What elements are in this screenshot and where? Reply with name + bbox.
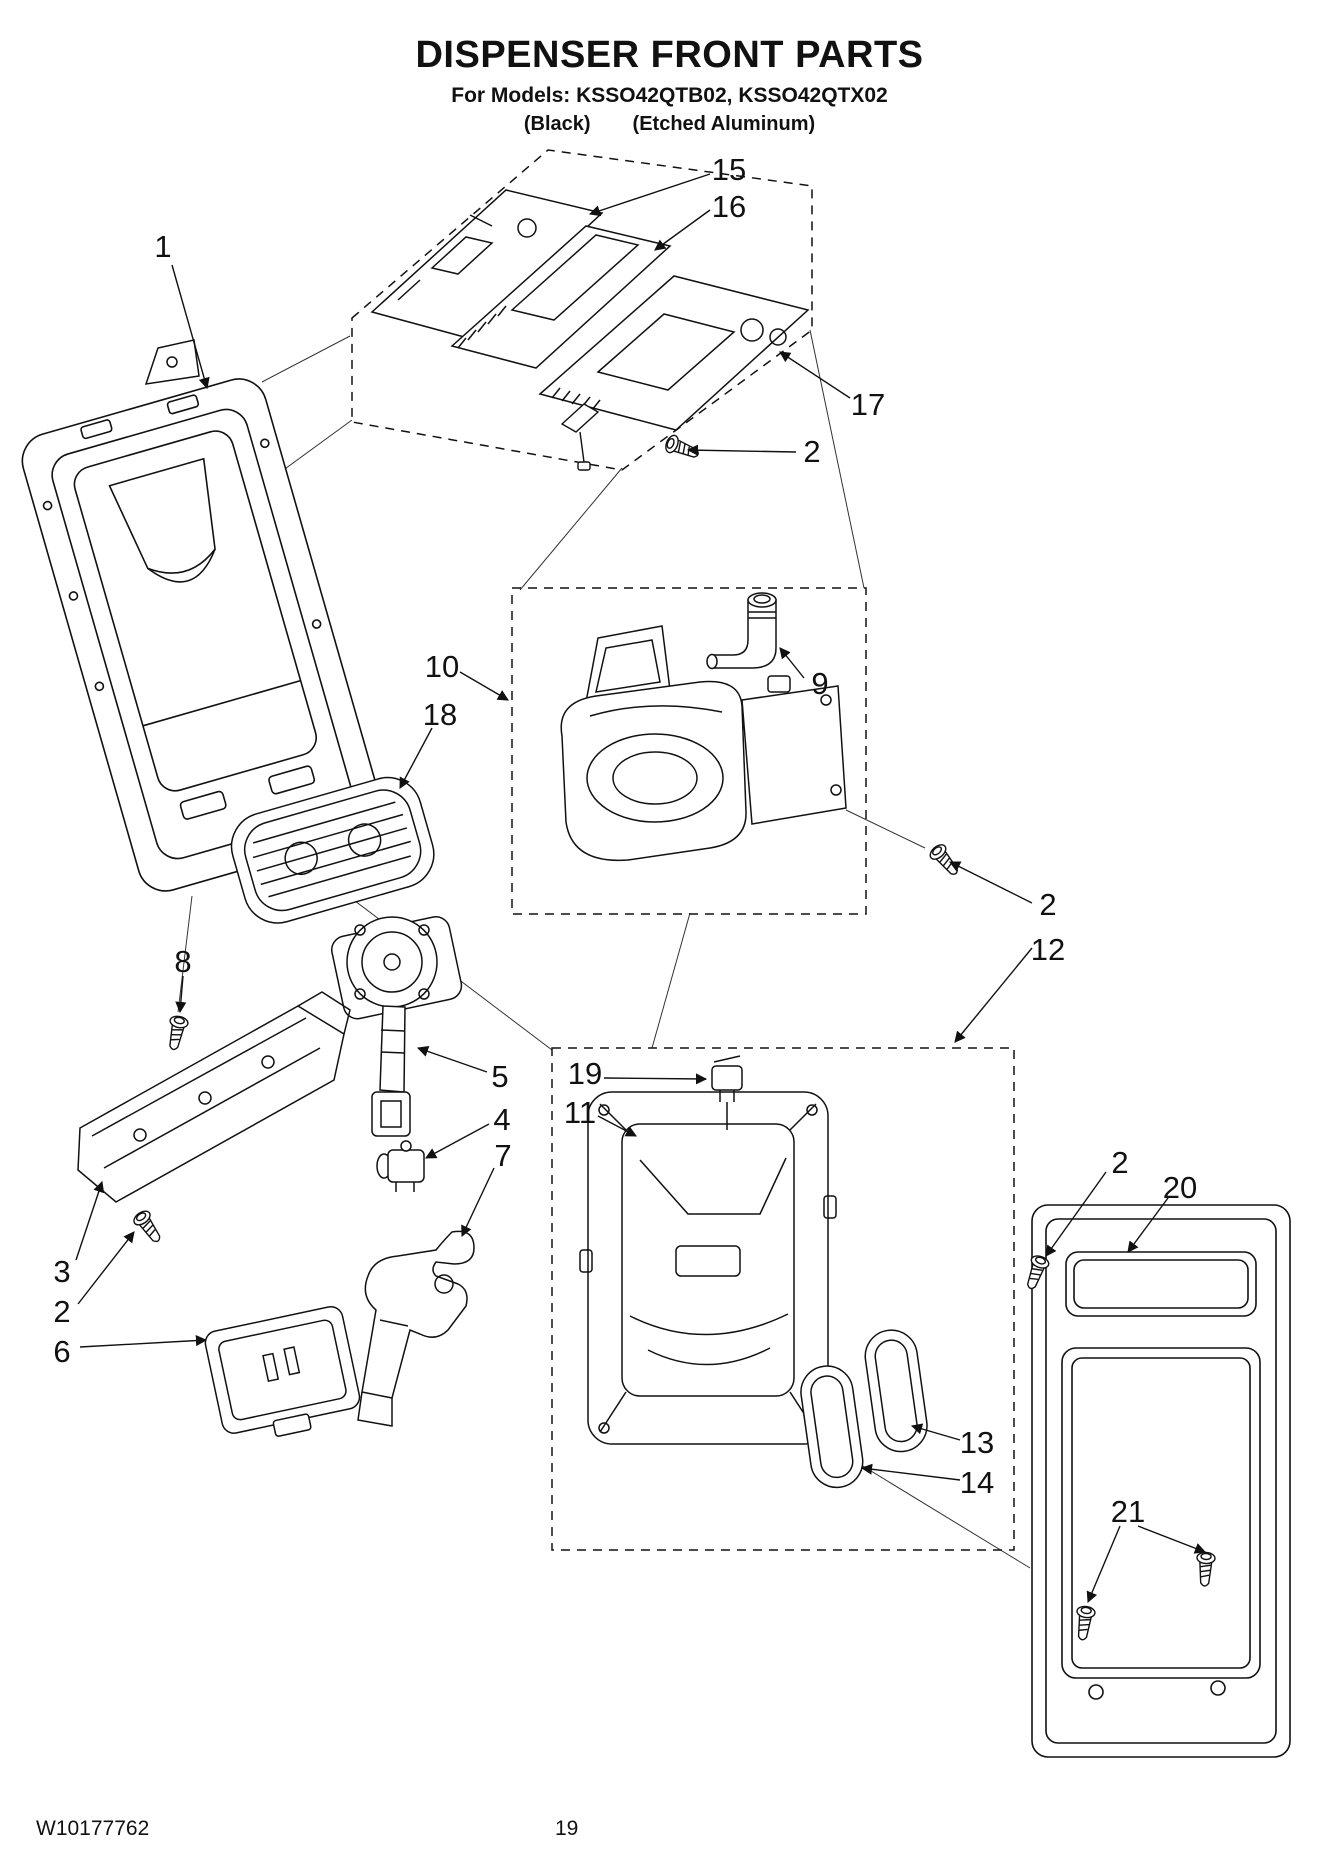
part-11-housing	[579, 1091, 837, 1445]
part-9-water-tube	[706, 592, 777, 670]
part-7-lever	[357, 1230, 475, 1427]
doc-number: W10177762	[36, 1817, 150, 1840]
finishes-line: (Black) (Etched Aluminum)	[0, 113, 1339, 136]
part-16-control-pcb	[450, 225, 672, 369]
part-5-motor	[331, 916, 463, 1137]
finish-aluminum-label: (Etched Aluminum)	[632, 112, 816, 135]
part-13-gasket	[864, 1329, 928, 1453]
board-clip	[560, 403, 600, 471]
screw-2-lower-left	[130, 1207, 167, 1247]
part-4-switch	[376, 1140, 425, 1192]
screw-8	[163, 1014, 190, 1052]
dashed-box-housing	[551, 1047, 1015, 1551]
footer: W10177762 19	[0, 1811, 1339, 1841]
screw-2-mid-right	[926, 841, 964, 880]
part-1-top-clip	[144, 339, 200, 385]
part-15-mounting-board	[370, 189, 604, 339]
header: DISPENSER FRONT PARTS For Models: KSSO42…	[0, 34, 1339, 136]
page-number: 19	[555, 1817, 579, 1840]
dashed-box-actuator	[511, 587, 867, 915]
dashed-box-control-boards	[351, 149, 813, 471]
part-18-drip-tray	[230, 776, 435, 924]
finish-black-label: (Black)	[523, 112, 591, 135]
part-10-actuator-cradle	[560, 625, 847, 862]
screw-2-top	[662, 432, 703, 464]
part-14-gasket	[800, 1365, 864, 1489]
models-line: For Models: KSSO42QTB02, KSSO42QTX02	[451, 83, 888, 107]
part-17-display-facia	[538, 275, 810, 431]
part-6-door-flap	[204, 1306, 361, 1437]
dashed-boxes	[351, 149, 1015, 1551]
part-19-micro-switch	[711, 1055, 743, 1130]
leader-lines	[75, 173, 1207, 1604]
part-3-bracket	[77, 991, 351, 1203]
part-20-front-panel	[1031, 1204, 1291, 1758]
page-title: DISPENSER FRONT PARTS	[415, 34, 924, 76]
